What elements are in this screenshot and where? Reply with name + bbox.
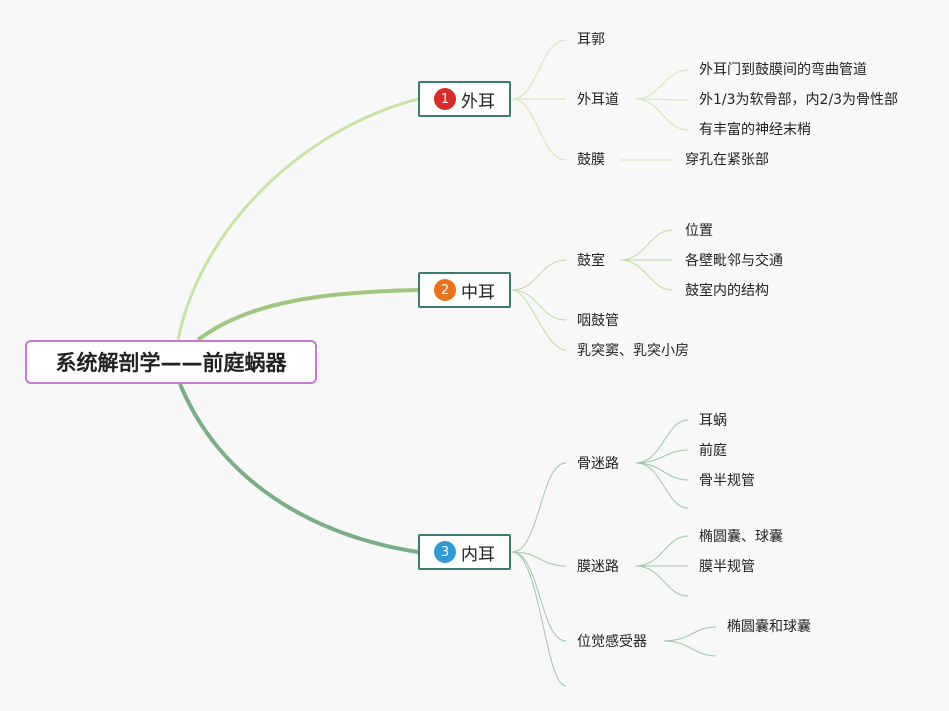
branch-label: 中耳 bbox=[461, 282, 495, 303]
connector-bony-fork bbox=[635, 419, 689, 464]
number-badge-icon: 2 bbox=[434, 279, 456, 301]
connector-outer-ear-eardrum bbox=[511, 98, 567, 161]
subtopic-eardrum[interactable]: 鼓膜 bbox=[577, 152, 605, 168]
connector-bony-fork bbox=[635, 449, 689, 464]
detail-canal-2[interactable]: 外1/3为软骨部，内2/3为骨性部 bbox=[699, 92, 899, 108]
detail-tympanic-3[interactable]: 鼓室内的结构 bbox=[685, 283, 769, 299]
connector-canal-fork bbox=[635, 98, 689, 101]
root-topic-label: 系统解剖学——前庭蜗器 bbox=[55, 351, 287, 375]
connector-membranous-fork bbox=[635, 565, 689, 597]
connector-middle-ear-tube bbox=[511, 289, 567, 321]
branch-inner-ear[interactable]: 3 内耳 bbox=[418, 534, 511, 570]
subtopic-vestibular-receptor[interactable]: 位觉感受器 bbox=[577, 634, 647, 650]
detail-bony-3[interactable]: 骨半规管 bbox=[699, 473, 755, 489]
detail-bony-1[interactable]: 耳蜗 bbox=[699, 413, 727, 429]
number-badge-icon: 3 bbox=[434, 541, 456, 563]
subtopic-mastoid[interactable]: 乳突窦、乳突小房 bbox=[577, 343, 689, 359]
connector-root-outer-ear bbox=[176, 97, 419, 341]
number-badge-icon: 1 bbox=[434, 88, 456, 110]
connector-inner-ear-extra bbox=[511, 551, 567, 687]
detail-membranous-2[interactable]: 膜半规管 bbox=[699, 559, 755, 575]
connector-receptor-fork bbox=[663, 640, 717, 657]
connector-root-inner-ear bbox=[178, 383, 419, 554]
detail-canal-1[interactable]: 外耳门到鼓膜间的弯曲管道 bbox=[699, 62, 867, 78]
detail-receptor-1[interactable]: 椭圆囊和球囊 bbox=[727, 619, 811, 635]
connector-canal-fork bbox=[635, 98, 689, 131]
detail-membranous-1[interactable]: 椭圆囊、球囊 bbox=[699, 529, 783, 545]
detail-tympanic-1[interactable]: 位置 bbox=[685, 223, 713, 239]
subtopic-membranous-labyrinth[interactable]: 膜迷路 bbox=[577, 559, 619, 575]
detail-eardrum-1[interactable]: 穿孔在紧张部 bbox=[685, 152, 769, 168]
connector-middle-ear-mastoid bbox=[511, 289, 567, 351]
connector-receptor-fork bbox=[663, 626, 717, 642]
subtopic-auricle[interactable]: 耳郭 bbox=[577, 32, 605, 48]
detail-canal-3[interactable]: 有丰富的神经末梢 bbox=[699, 122, 811, 138]
branch-label: 内耳 bbox=[461, 544, 495, 565]
subtopic-bony-labyrinth[interactable]: 骨迷路 bbox=[577, 456, 619, 472]
connector-inner-ear-membranous bbox=[511, 551, 567, 567]
subtopic-tympanic-cavity[interactable]: 鼓室 bbox=[577, 253, 605, 269]
connector-middle-ear-tympanic bbox=[511, 259, 567, 291]
connector-tympanic-fork bbox=[619, 259, 673, 291]
connector-root-middle-ear bbox=[196, 288, 419, 342]
detail-tympanic-2[interactable]: 各壁毗邻与交通 bbox=[685, 253, 783, 269]
detail-bony-2[interactable]: 前庭 bbox=[699, 443, 727, 459]
root-topic[interactable]: 系统解剖学——前庭蜗器 bbox=[25, 340, 317, 384]
branch-middle-ear[interactable]: 2 中耳 bbox=[418, 272, 511, 308]
connector-inner-ear-receptor bbox=[511, 551, 567, 642]
connector-outer-ear-auricle bbox=[511, 39, 567, 100]
connector-bony-fork bbox=[635, 462, 689, 509]
branch-outer-ear[interactable]: 1 外耳 bbox=[418, 81, 511, 117]
branch-label: 外耳 bbox=[461, 91, 495, 112]
connector-membranous-fork bbox=[635, 535, 689, 567]
subtopic-auditory-tube[interactable]: 咽鼓管 bbox=[577, 313, 619, 329]
subtopic-ear-canal[interactable]: 外耳道 bbox=[577, 92, 619, 108]
connector-canal-fork bbox=[635, 69, 689, 100]
connector-inner-ear-bony bbox=[511, 462, 567, 553]
connector-tympanic-fork bbox=[619, 229, 673, 261]
connector-bony-fork bbox=[635, 462, 689, 481]
